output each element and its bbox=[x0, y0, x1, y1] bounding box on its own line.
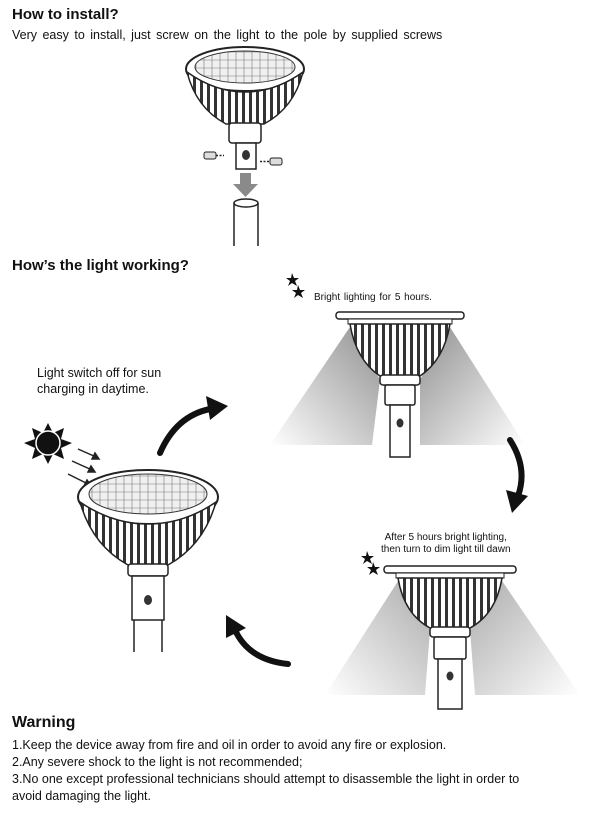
cycle-arrow-dim-to-day-icon bbox=[226, 615, 291, 667]
warning-heading: Warning bbox=[12, 714, 76, 731]
cycle-arrow-day-to-night-icon bbox=[157, 396, 228, 456]
warning-item: 2.Any severe shock to the light is not r… bbox=[12, 755, 303, 769]
install-lamp-illustration bbox=[185, 46, 305, 170]
arrow-down-icon bbox=[233, 173, 258, 197]
dim-lighting-line-2: then turn to dim light till dawn bbox=[381, 544, 511, 555]
dim-beam bbox=[325, 578, 580, 695]
warning-item: 1.Keep the device away from fire and oil… bbox=[12, 738, 447, 752]
bright-lighting-caption: Bright lighting for 5 hours. bbox=[314, 292, 432, 303]
cycle-arrow-bright-to-dim-icon bbox=[506, 437, 528, 513]
solar-lamp-illustration bbox=[77, 469, 219, 652]
warning-item: avoid damaging the light. bbox=[12, 789, 151, 803]
install-heading: How to install? bbox=[12, 6, 119, 23]
install-description: Very easy to install, just screw on the … bbox=[12, 28, 443, 42]
screw-right-icon bbox=[260, 157, 283, 166]
day-charging-line-1: Light switch off for sun bbox=[37, 366, 162, 380]
moon-stars-icon-dim bbox=[338, 546, 380, 578]
dim-lighting-caption: After 5 hours bright lighting, then turn… bbox=[381, 532, 511, 556]
day-charging-caption: Light switch off for sun charging in day… bbox=[37, 365, 161, 397]
dim-lighting-line-1: After 5 hours bright lighting, bbox=[384, 532, 507, 543]
warning-item: 3.No one except professional technicians… bbox=[12, 772, 520, 786]
warning-list: 1.Keep the device away from fire and oil… bbox=[12, 737, 596, 805]
sun-icon bbox=[24, 423, 72, 464]
working-heading: How’s the light working? bbox=[12, 257, 189, 274]
pole-illustration bbox=[233, 198, 259, 246]
moon-stars-icon bbox=[262, 269, 305, 301]
screw-left-icon bbox=[203, 151, 224, 160]
dim-lamp-illustration bbox=[383, 565, 517, 710]
bright-beam bbox=[270, 324, 525, 445]
day-charging-line-2: charging in daytime. bbox=[37, 382, 149, 396]
bright-lamp-illustration bbox=[335, 311, 465, 458]
